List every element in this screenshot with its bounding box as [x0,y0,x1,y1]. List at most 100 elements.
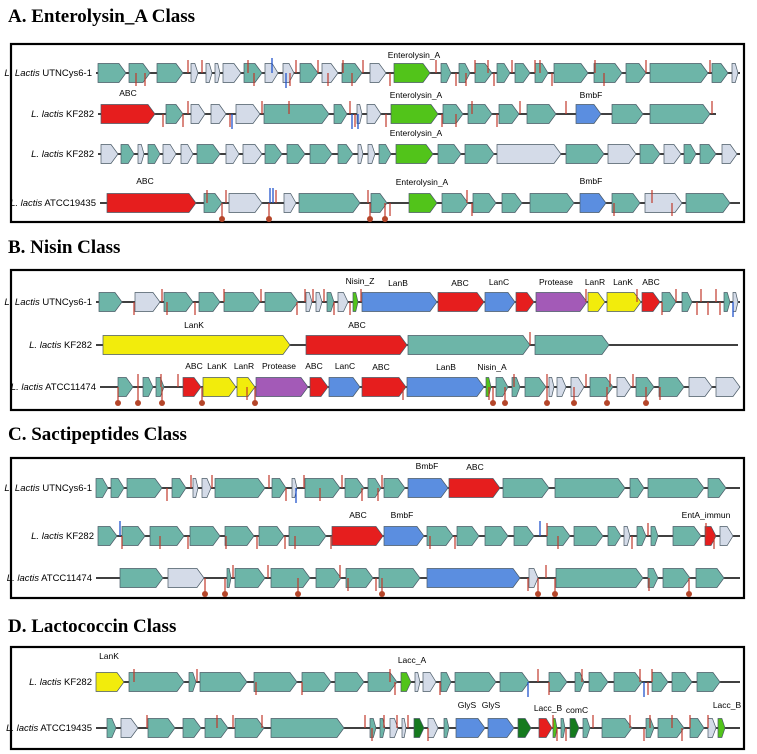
gene-name-label: Nisin_A [477,362,507,372]
gene-arrow [579,193,607,213]
gene-arrow [142,377,154,397]
pin-marker [199,400,205,406]
gene-arrow [443,718,450,738]
gene-name-label: LanK [184,320,204,330]
gene-arrow [707,478,727,498]
gene-name-label: LanB [388,278,408,288]
gene-arrow [514,63,531,83]
gene-arrow [352,292,359,312]
gene-arrow [454,672,497,692]
gene-name-label: BmbF [391,510,414,520]
gene-arrow [422,672,437,692]
gene-name-label: BmbF [580,90,603,100]
gene-arrow [553,63,589,83]
gene-arrow [137,144,145,164]
gene-name-label: LanB [436,362,456,372]
gene-arrow [458,63,471,83]
gene-arrow [717,718,726,738]
gene-arrow [390,104,439,124]
strain-genus: L. Lactis [4,68,40,79]
gene-arrow [283,193,297,213]
gene-arrow [126,478,163,498]
gene-arrow [647,478,705,498]
gene-arrow [472,193,497,213]
gene-arrow [555,568,644,588]
gene-arrow [97,526,118,546]
gene-name-label: Enterolysin_A [390,128,443,138]
gene-arrow [685,193,731,213]
gene-arrow [188,672,197,692]
gene-arrow [321,63,339,83]
gene-arrow [134,292,161,312]
gene-arrow [607,526,622,546]
gene-arrow [180,144,194,164]
pin-marker [490,400,496,406]
gene-arrow [407,335,531,355]
gene-arrow [636,526,647,546]
gene-arrow [719,526,734,546]
gene-arrow [222,63,242,83]
strain-name: KF282 [63,149,94,160]
gene-name-label: ABC [119,88,136,98]
pin-marker [295,591,301,597]
strain-label: L. lactis KF282 [29,677,92,688]
gene-arrow [560,718,566,738]
gene-arrow [688,377,713,397]
gene-arrow [378,568,421,588]
gene-name-label: EntA_immun [682,510,731,520]
gene-arrow [593,63,623,83]
gene-arrow [147,718,176,738]
pin-marker [686,591,692,597]
gene-name-label: ABC [305,361,322,371]
gene-arrow [378,144,392,164]
gene-arrow [315,292,323,312]
gene-arrow [501,193,523,213]
gene-arrow [513,526,535,546]
strain-name: UTNCys6-1 [40,297,92,308]
strain-name: UTNCys6-1 [40,68,92,79]
gene-arrow [214,478,266,498]
section-title: D. Lactococcin Class [8,616,176,637]
gene-arrow [635,377,655,397]
gene-arrow [496,63,511,83]
genome-track: L. lactis ATCC11474 [7,565,740,597]
gene-arrow [629,478,645,498]
gene-arrow [106,193,197,213]
gene-arrow [534,335,610,355]
gene-arrow [370,193,388,213]
gene-arrow [696,672,721,692]
strain-genus: L. Lactis [4,483,40,494]
gene-arrow [182,718,202,738]
strain-label: L. Lactis UTNCys6-1 [4,297,92,308]
gene-arrow [535,292,588,312]
gene-arrow [426,568,521,588]
gene-arrow [707,718,717,738]
gene-arrow [538,718,553,738]
gene-arrow [721,144,738,164]
section-title: C. Sactipeptides Class [8,424,187,445]
gene-arrow [575,104,602,124]
gene-arrow [366,104,382,124]
gene-name-label: Protease [539,277,573,287]
gene-arrow [305,292,313,312]
gene-arrow [437,292,485,312]
gene-arrow [663,144,682,164]
gene-arrow [651,672,669,692]
strain-name: KF282 [63,531,94,542]
strain-label: L. lactis ATCC11474 [7,573,92,584]
gene-arrow [534,63,549,83]
gene-arrow [601,718,633,738]
gene-arrow [253,672,298,692]
pin-marker [604,400,610,406]
gene-arrow [171,478,187,498]
gene-arrow [528,568,539,588]
